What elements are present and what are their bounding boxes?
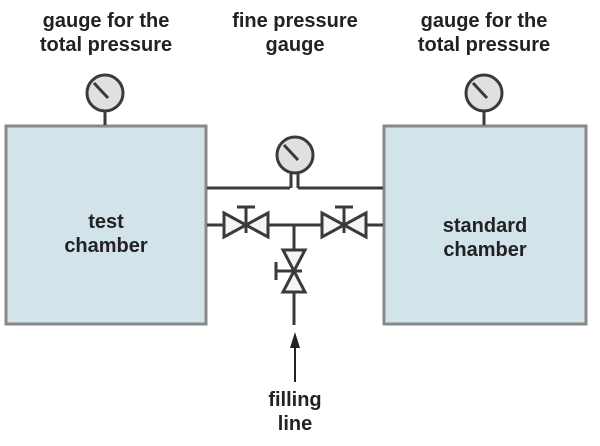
left-gauge-label-line-2: total pressure — [39, 34, 173, 56]
left-gauge-label: gauge for the total pressure — [18, 9, 194, 57]
right-valve-icon[interactable] — [320, 205, 368, 240]
standard-chamber-label-line-1: standard — [442, 215, 528, 237]
left-total-pressure-gauge-icon — [85, 73, 125, 125]
filling-valve-icon[interactable] — [274, 248, 308, 294]
right-total-pressure-gauge-icon — [464, 73, 504, 125]
right-gauge-label: gauge for the total pressure — [396, 9, 572, 57]
filling-line-label: filling line — [235, 388, 355, 436]
standard-chamber-label-line-2: chamber — [443, 239, 527, 261]
filling-line-label-line-2: line — [277, 413, 313, 435]
left-gauge-label-line-1: gauge for the — [42, 10, 170, 32]
lower-pipe — [207, 223, 383, 325]
standard-chamber — [382, 124, 588, 326]
standard-chamber-label: standard chamber — [384, 214, 586, 262]
left-valve-icon[interactable] — [222, 205, 270, 240]
test-chamber-label-line-1: test — [88, 211, 124, 233]
test-chamber — [4, 124, 208, 326]
fine-gauge-label-line-2: gauge — [265, 34, 325, 56]
fine-gauge-label: fine pressure gauge — [214, 9, 376, 57]
test-chamber-label-line-2: chamber — [64, 235, 148, 257]
fine-pressure-gauge-icon — [275, 135, 315, 175]
upper-pipe — [207, 173, 383, 190]
fine-gauge-label-line-1: fine pressure — [232, 10, 358, 32]
right-gauge-label-line-2: total pressure — [417, 34, 551, 56]
filling-line-label-line-1: filling — [268, 389, 322, 411]
right-gauge-label-line-1: gauge for the — [420, 10, 548, 32]
filling-arrow-icon — [290, 332, 300, 382]
test-chamber-label: test chamber — [6, 210, 206, 258]
